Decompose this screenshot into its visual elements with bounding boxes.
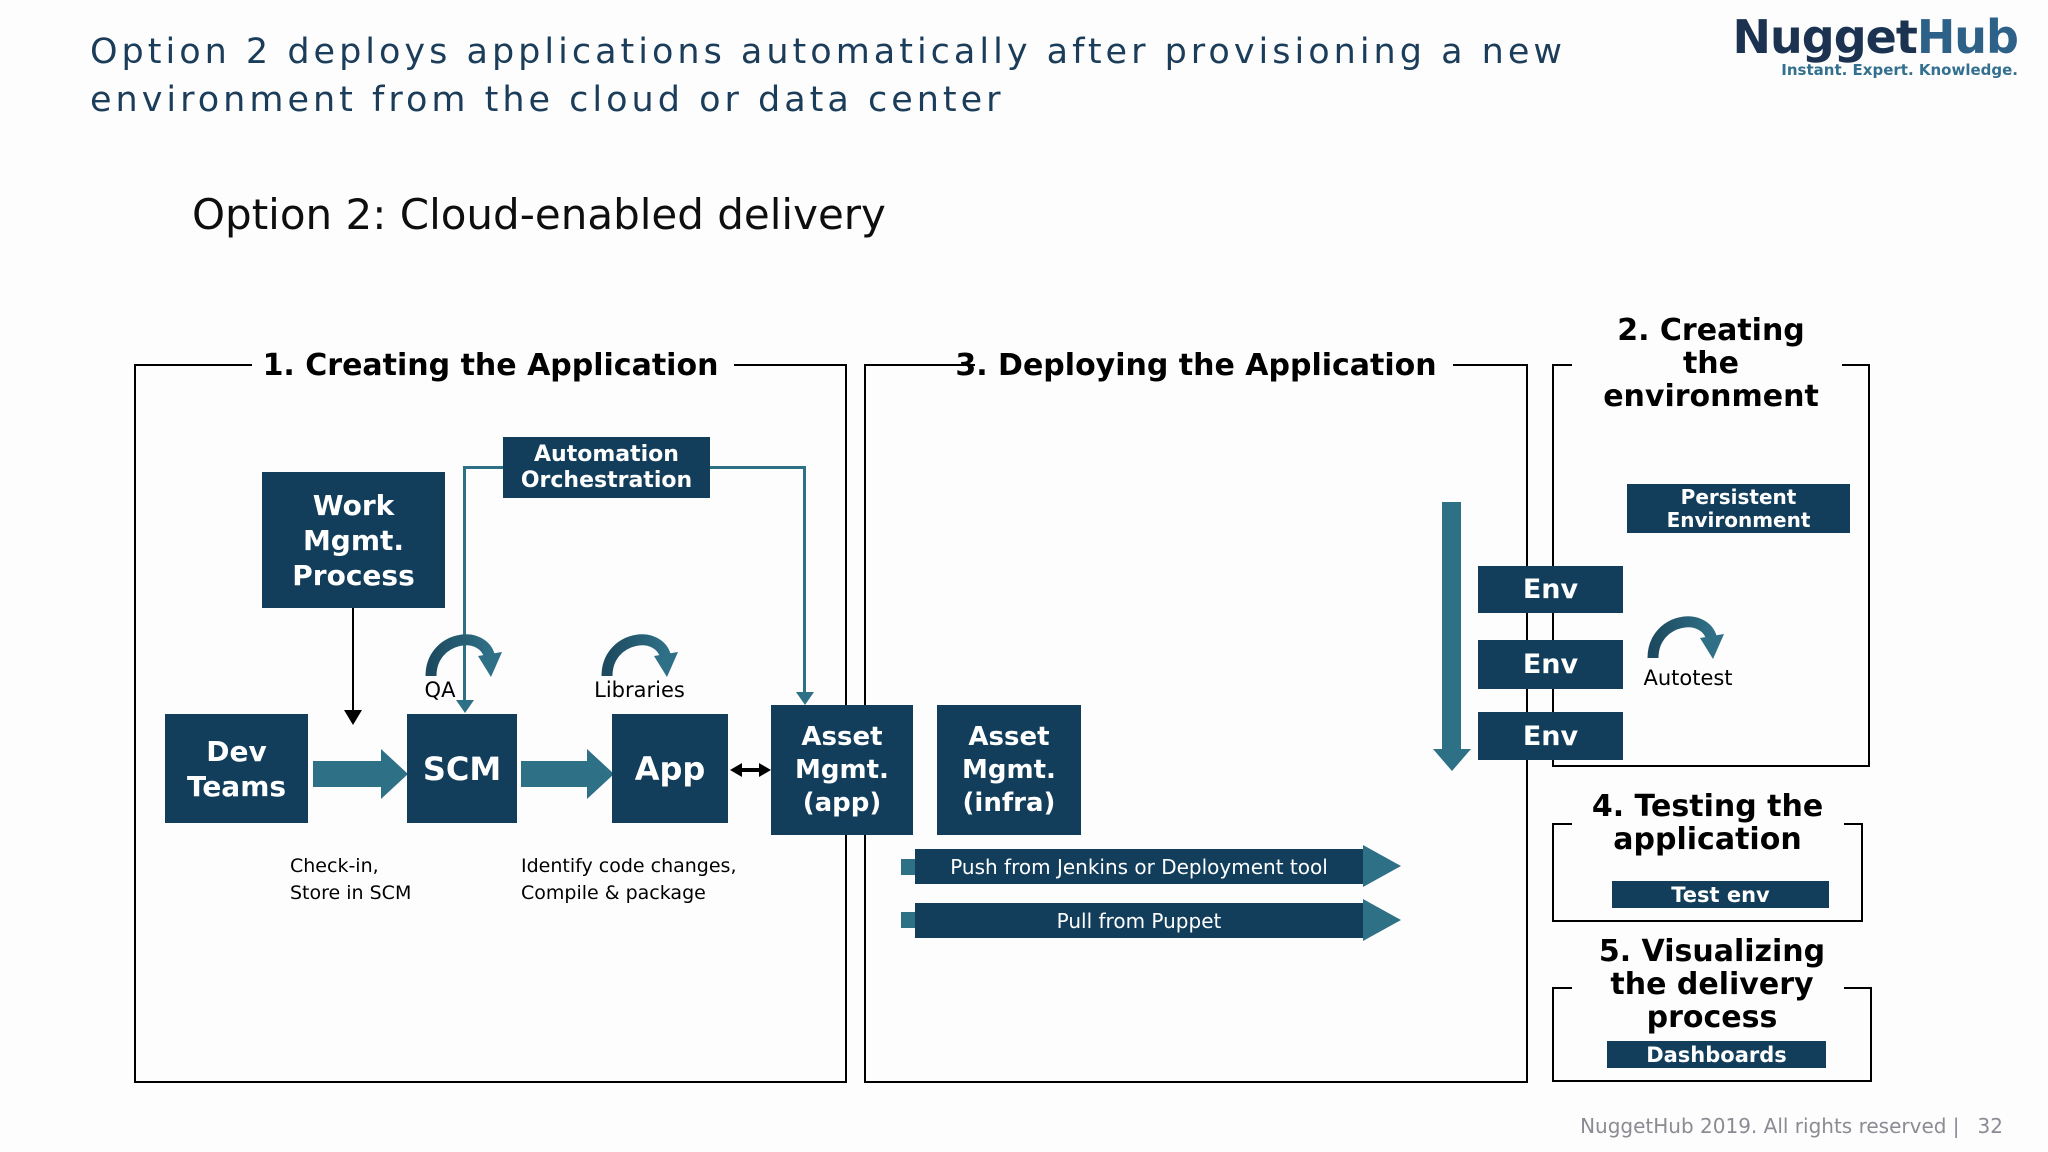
libraries-label: Libraries — [594, 678, 685, 702]
node-persistent-environment: Persistent Environment — [1627, 484, 1850, 533]
section-2-header: 2. Creating the environment — [1603, 313, 1819, 414]
node-scm: SCM — [407, 714, 517, 823]
autotest-loop-arrow-icon — [1647, 616, 1724, 659]
section-5-header-gap — [1572, 979, 1844, 997]
arrow-scm-to-app-shaft — [521, 761, 587, 787]
node-work-mgmt-process: Work Mgmt. Process — [262, 472, 445, 608]
node-env-2: Env — [1478, 640, 1623, 689]
logo-wordmark: NuggetHub — [1733, 14, 2019, 60]
connector-automation-scm-horizontal — [463, 466, 503, 469]
connector-automation-scm-head-icon — [456, 700, 474, 713]
qa-label: QA — [424, 678, 456, 702]
logo-word-hub: Hub — [1916, 10, 2019, 64]
connector-automation-asset-vertical — [803, 466, 806, 692]
section-3-header: 3. Deploying the Application — [955, 348, 1437, 383]
pull-banner: Pull from Puppet — [915, 903, 1363, 938]
deploy-down-arrow-shaft — [1442, 502, 1461, 749]
section-4-header: 4. Testing the application — [1591, 789, 1824, 857]
node-dev-teams: Dev Teams — [165, 714, 308, 823]
connector-automation-asset-horizontal — [710, 466, 806, 469]
section-2-header-gap — [1572, 355, 1842, 373]
section-3-header-gap — [975, 355, 1453, 373]
node-app: App — [612, 714, 728, 823]
nuggethub-logo: NuggetHub Instant. Expert. Knowledge. — [1733, 14, 2019, 79]
section-4-header-gap — [1572, 815, 1844, 833]
logo-word-nugget: Nugget — [1732, 10, 1918, 64]
arrow-app-asset-shaft — [741, 768, 759, 772]
connector-automation-scm-vertical — [463, 466, 466, 700]
node-test-env: Test env — [1612, 881, 1829, 908]
section-1-header-gap — [252, 355, 734, 373]
arrow-workmgmt-down-head-icon — [344, 710, 362, 725]
pull-banner-arrowhead-icon — [1363, 899, 1401, 941]
node-automation-orchestration: Automation Orchestration — [503, 437, 710, 498]
arrow-workmgmt-down-line — [352, 608, 354, 710]
slide-subtitle: Option 2: Cloud-enabled delivery — [192, 190, 886, 239]
slide-title-line1: Option 2 deploys applications automatica… — [90, 32, 1566, 72]
node-asset-mgmt-infra: Asset Mgmt. (infra) — [937, 705, 1081, 835]
push-banner: Push from Jenkins or Deployment tool — [915, 849, 1363, 884]
arrow-dev-to-scm-head-icon — [381, 749, 408, 799]
node-dashboards: Dashboards — [1607, 1041, 1826, 1068]
arrow-dev-to-scm-shaft — [313, 761, 381, 787]
section-1-header: 1. Creating the Application — [262, 348, 719, 383]
node-env-3: Env — [1478, 712, 1623, 760]
pull-banner-stub — [901, 912, 916, 928]
connector-automation-asset-head-icon — [796, 692, 814, 705]
deploy-down-arrow-head-icon — [1433, 749, 1471, 771]
slide-title: Option 2 deploys applications automatica… — [90, 28, 1566, 124]
arrow-app-asset-left-head-icon — [730, 763, 742, 777]
autotest-label: Autotest — [1643, 666, 1733, 690]
footer-text: NuggetHub 2019. All rights reserved | — [1580, 1114, 1960, 1138]
caption-checkin: Check-in, Store in SCM — [290, 855, 412, 904]
footer-page-number: 32 — [1977, 1114, 2003, 1138]
libraries-loop-arrow-icon — [601, 634, 678, 677]
qa-loop-arrow-icon — [425, 634, 502, 677]
node-env-1: Env — [1478, 566, 1623, 613]
footer: NuggetHub 2019. All rights reserved | 32 — [1580, 1114, 2003, 1138]
push-banner-stub — [901, 859, 916, 875]
push-banner-arrowhead-icon — [1363, 845, 1401, 887]
logo-tagline: Instant. Expert. Knowledge. — [1781, 61, 2018, 79]
section-5-header: 5. Visualizing the delivery process — [1598, 934, 1826, 1035]
node-asset-mgmt-app: Asset Mgmt. (app) — [771, 705, 913, 835]
arrow-app-asset-right-head-icon — [759, 763, 771, 777]
caption-identify: Identify code changes, Compile & package — [521, 855, 737, 904]
slide-title-line2: environment from the cloud or data cente… — [90, 80, 1005, 120]
arrow-scm-to-app-head-icon — [587, 749, 614, 799]
